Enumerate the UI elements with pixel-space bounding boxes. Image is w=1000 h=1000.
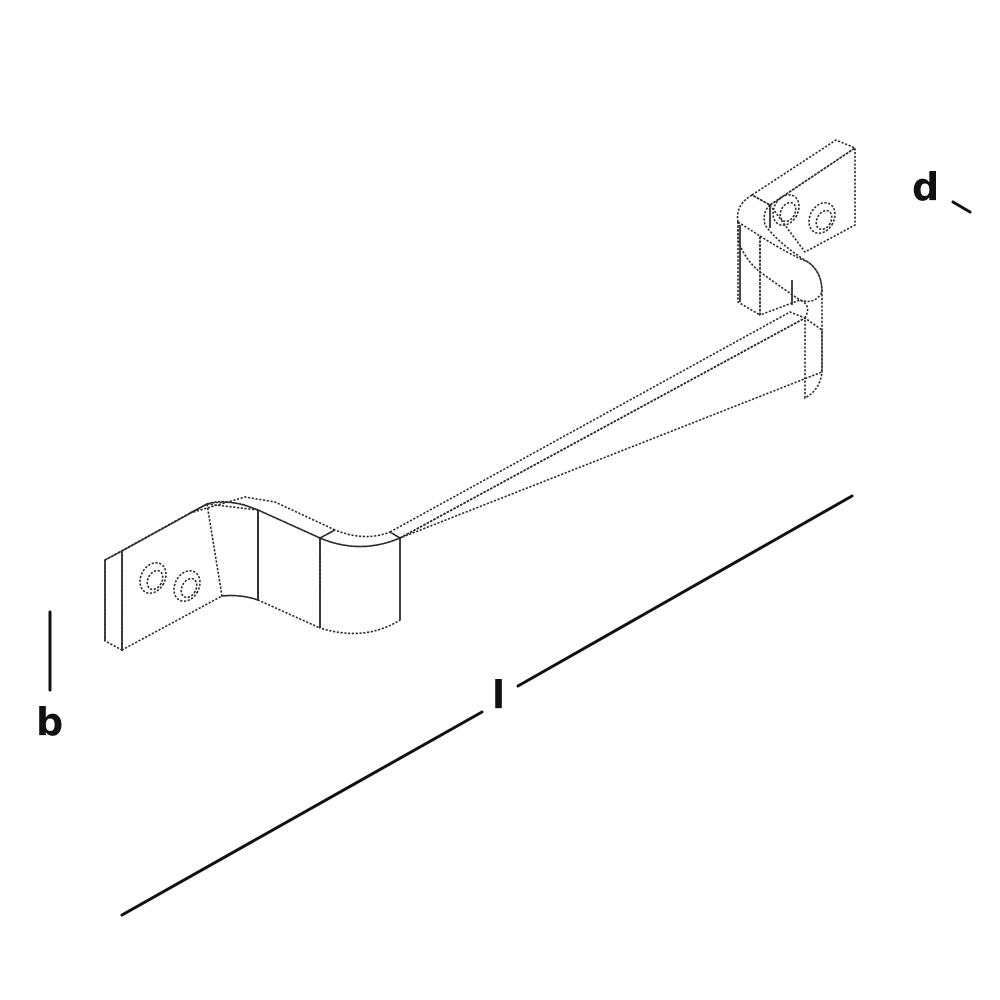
left-flange-hole-2 (173, 569, 201, 603)
dimension-lines (48, 200, 972, 917)
depth-dimension-line (951, 200, 972, 214)
left-flange-hole-1 (139, 561, 167, 595)
width-label: b (36, 700, 64, 744)
length-dimension-line-lower (120, 710, 484, 917)
right-flange-hole-2 (808, 201, 836, 235)
right-flange-hole-1 (772, 193, 800, 227)
length-dimension-line-upper (516, 494, 854, 688)
grip-bar (388, 311, 823, 539)
depth-label: d (912, 165, 940, 209)
left-flange (104, 501, 259, 652)
right-crank (736, 194, 823, 400)
left-crank (189, 496, 402, 635)
length-label: l (492, 673, 506, 717)
right-flange (750, 139, 857, 254)
